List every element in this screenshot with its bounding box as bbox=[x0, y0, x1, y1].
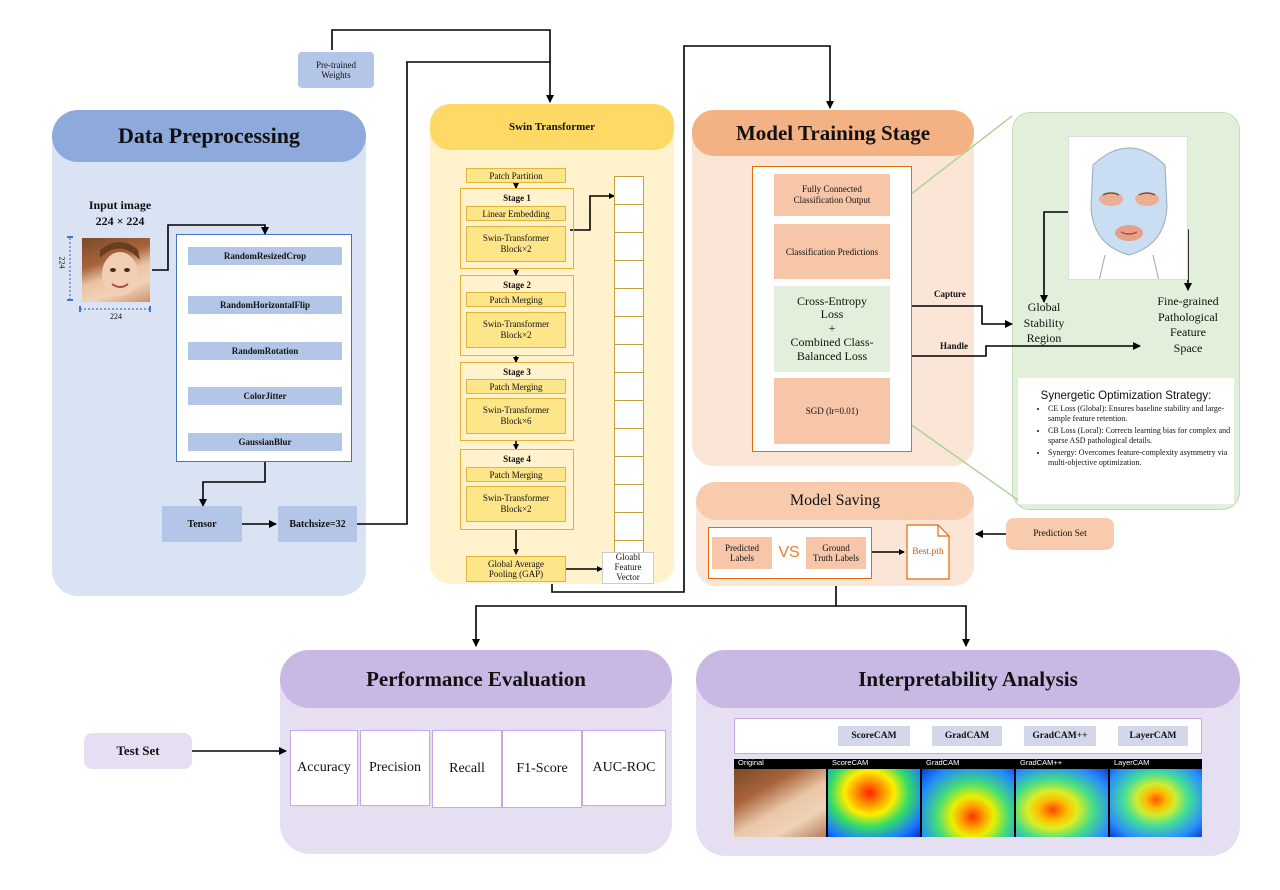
strip-original bbox=[734, 769, 826, 837]
strip-label-layercam: LayerCAM bbox=[1114, 758, 1150, 767]
dim-height-label: 224 bbox=[57, 256, 67, 269]
feature-cell bbox=[614, 288, 644, 316]
saving-title: Model Saving bbox=[696, 482, 974, 520]
feature-cell bbox=[614, 428, 644, 456]
aug-random-horizontal-flip: RandomHorizontalFlip bbox=[188, 296, 342, 314]
stage-4-op: Patch Merging bbox=[466, 467, 566, 482]
file-icon bbox=[906, 524, 950, 580]
feature-cell bbox=[614, 232, 644, 260]
gap-box: Global Average Pooling (GAP) bbox=[466, 556, 566, 582]
preprocessing-title: Data Preprocessing bbox=[52, 110, 366, 162]
stage-1-op: Linear Embedding bbox=[466, 206, 566, 221]
metric-f1-score: F1-Score bbox=[502, 730, 582, 808]
best-pth-label: Best.pth bbox=[912, 547, 944, 557]
strategy-title: Synergetic Optimization Strategy: bbox=[1040, 390, 1212, 402]
aug-gaussian-blur: GaussianBlur bbox=[188, 433, 342, 451]
aug-random-resized-crop: RandomResizedCrop bbox=[188, 247, 342, 265]
fc-output-box: Fully Connected Classification Output bbox=[774, 174, 890, 216]
input-size: 224 × 224 bbox=[95, 214, 145, 228]
tensor-box: Tensor bbox=[162, 506, 242, 542]
strip-label-scorecam: ScoreCAM bbox=[832, 758, 869, 767]
face-heatmap-icon bbox=[1090, 147, 1168, 279]
stage-3-label: Stage 3 bbox=[503, 367, 531, 377]
face-illustration bbox=[1068, 136, 1188, 280]
evaluation-title: Performance Evaluation bbox=[280, 650, 672, 708]
metric-auc-roc: AUC-ROC bbox=[582, 730, 666, 806]
method-scorecam: ScoreCAM bbox=[838, 726, 910, 746]
pretrained-weights-box: Pre-trained Weights bbox=[298, 52, 374, 88]
strip-gradcampp bbox=[1016, 769, 1108, 837]
strip-gradcam bbox=[922, 769, 1014, 837]
strategy-item-synergy: Synergy: Overcomes feature-complexity as… bbox=[1048, 448, 1232, 468]
feature-cell bbox=[614, 484, 644, 512]
feature-cell bbox=[614, 400, 644, 428]
strip-label-gradcampp: GradCAM++ bbox=[1020, 758, 1063, 767]
test-set-box: Test Set bbox=[84, 733, 192, 769]
aug-color-jitter: ColorJitter bbox=[188, 387, 342, 405]
stage-3-op: Patch Merging bbox=[466, 379, 566, 394]
prediction-set-box: Prediction Set bbox=[1006, 518, 1114, 550]
strip-layercam bbox=[1110, 769, 1202, 837]
metric-precision: Precision bbox=[360, 730, 430, 806]
strip-label-gradcam: GradCAM bbox=[926, 758, 960, 767]
strip-scorecam bbox=[828, 769, 920, 837]
swin-title: Swin Transformer bbox=[430, 104, 674, 150]
strategy-item-cb: CB Loss (Local): Corrects learning bias … bbox=[1048, 426, 1232, 446]
patch-partition: Patch Partition bbox=[466, 168, 566, 183]
feature-cell bbox=[614, 316, 644, 344]
stage-2-box bbox=[460, 275, 574, 356]
strategy-box bbox=[1018, 378, 1234, 504]
global-stability-region: Global Stability Region bbox=[1023, 300, 1065, 346]
method-gradcampp: GradCAM++ bbox=[1024, 726, 1096, 746]
stage-2-block: Swin-Transformer Block×2 bbox=[466, 312, 566, 348]
feature-cell bbox=[614, 372, 644, 400]
classification-predictions-box: Classification Predictions bbox=[774, 224, 890, 279]
metric-recall: Recall bbox=[432, 730, 502, 808]
stage-4-label: Stage 4 bbox=[503, 454, 531, 464]
stage-1-block: Swin-Transformer Block×2 bbox=[466, 226, 566, 262]
method-gradcam: GradCAM bbox=[932, 726, 1002, 746]
feature-cell bbox=[614, 512, 644, 540]
feature-cell bbox=[614, 344, 644, 372]
child-face-icon bbox=[100, 242, 140, 296]
input-label: Input image bbox=[88, 198, 152, 212]
handle-label: Handle bbox=[940, 341, 969, 351]
stage-3-block: Swin-Transformer Block×6 bbox=[466, 398, 566, 434]
strip-label-original: Original bbox=[738, 758, 764, 767]
vs-label: VS bbox=[778, 544, 800, 561]
capture-label: Capture bbox=[934, 289, 966, 299]
ground-truth-box: Ground Truth Labels bbox=[806, 537, 866, 569]
method-layercam: LayerCAM bbox=[1118, 726, 1188, 746]
sgd-box: SGD (lr=0.01) bbox=[774, 378, 890, 444]
feature-cell bbox=[614, 204, 644, 232]
stage-2-op: Patch Merging bbox=[466, 292, 566, 307]
stage-2-label: Stage 2 bbox=[503, 280, 531, 290]
aug-random-rotation: RandomRotation bbox=[188, 342, 342, 360]
stage-1-label: Stage 1 bbox=[503, 193, 531, 203]
strategy-list: CE Loss (Global): Ensures baseline stabi… bbox=[1018, 404, 1232, 468]
stage-3-box bbox=[460, 362, 574, 441]
cam-strip bbox=[734, 759, 1202, 837]
fine-grained-feature-space: Fine-grained Pathological Feature Space bbox=[1157, 294, 1219, 355]
strategy-item-ce: CE Loss (Global): Ensures baseline stabi… bbox=[1048, 404, 1232, 424]
stage-1-box bbox=[460, 188, 574, 269]
metric-accuracy: Accuracy bbox=[290, 730, 358, 806]
feature-vector-column bbox=[614, 176, 644, 569]
loss-box: Cross-Entropy Loss + Combined Class- Bal… bbox=[774, 286, 890, 372]
predicted-labels-box: Predicted Labels bbox=[712, 537, 772, 569]
input-image bbox=[82, 238, 150, 302]
interpretability-title: Interpretability Analysis bbox=[696, 650, 1240, 708]
feature-cell bbox=[614, 456, 644, 484]
dim-width-label: 224 bbox=[110, 312, 122, 321]
global-feature-vector-label: Gloabl Feature Vector bbox=[602, 552, 654, 584]
feature-cell bbox=[614, 260, 644, 288]
feature-cell bbox=[614, 176, 644, 204]
stage-4-box bbox=[460, 449, 574, 530]
training-title: Model Training Stage bbox=[692, 110, 974, 156]
stage-4-block: Swin-Transformer Block×2 bbox=[466, 486, 566, 522]
document-icon bbox=[906, 524, 950, 580]
batchsize-box: Batchsize=32 bbox=[278, 506, 357, 542]
